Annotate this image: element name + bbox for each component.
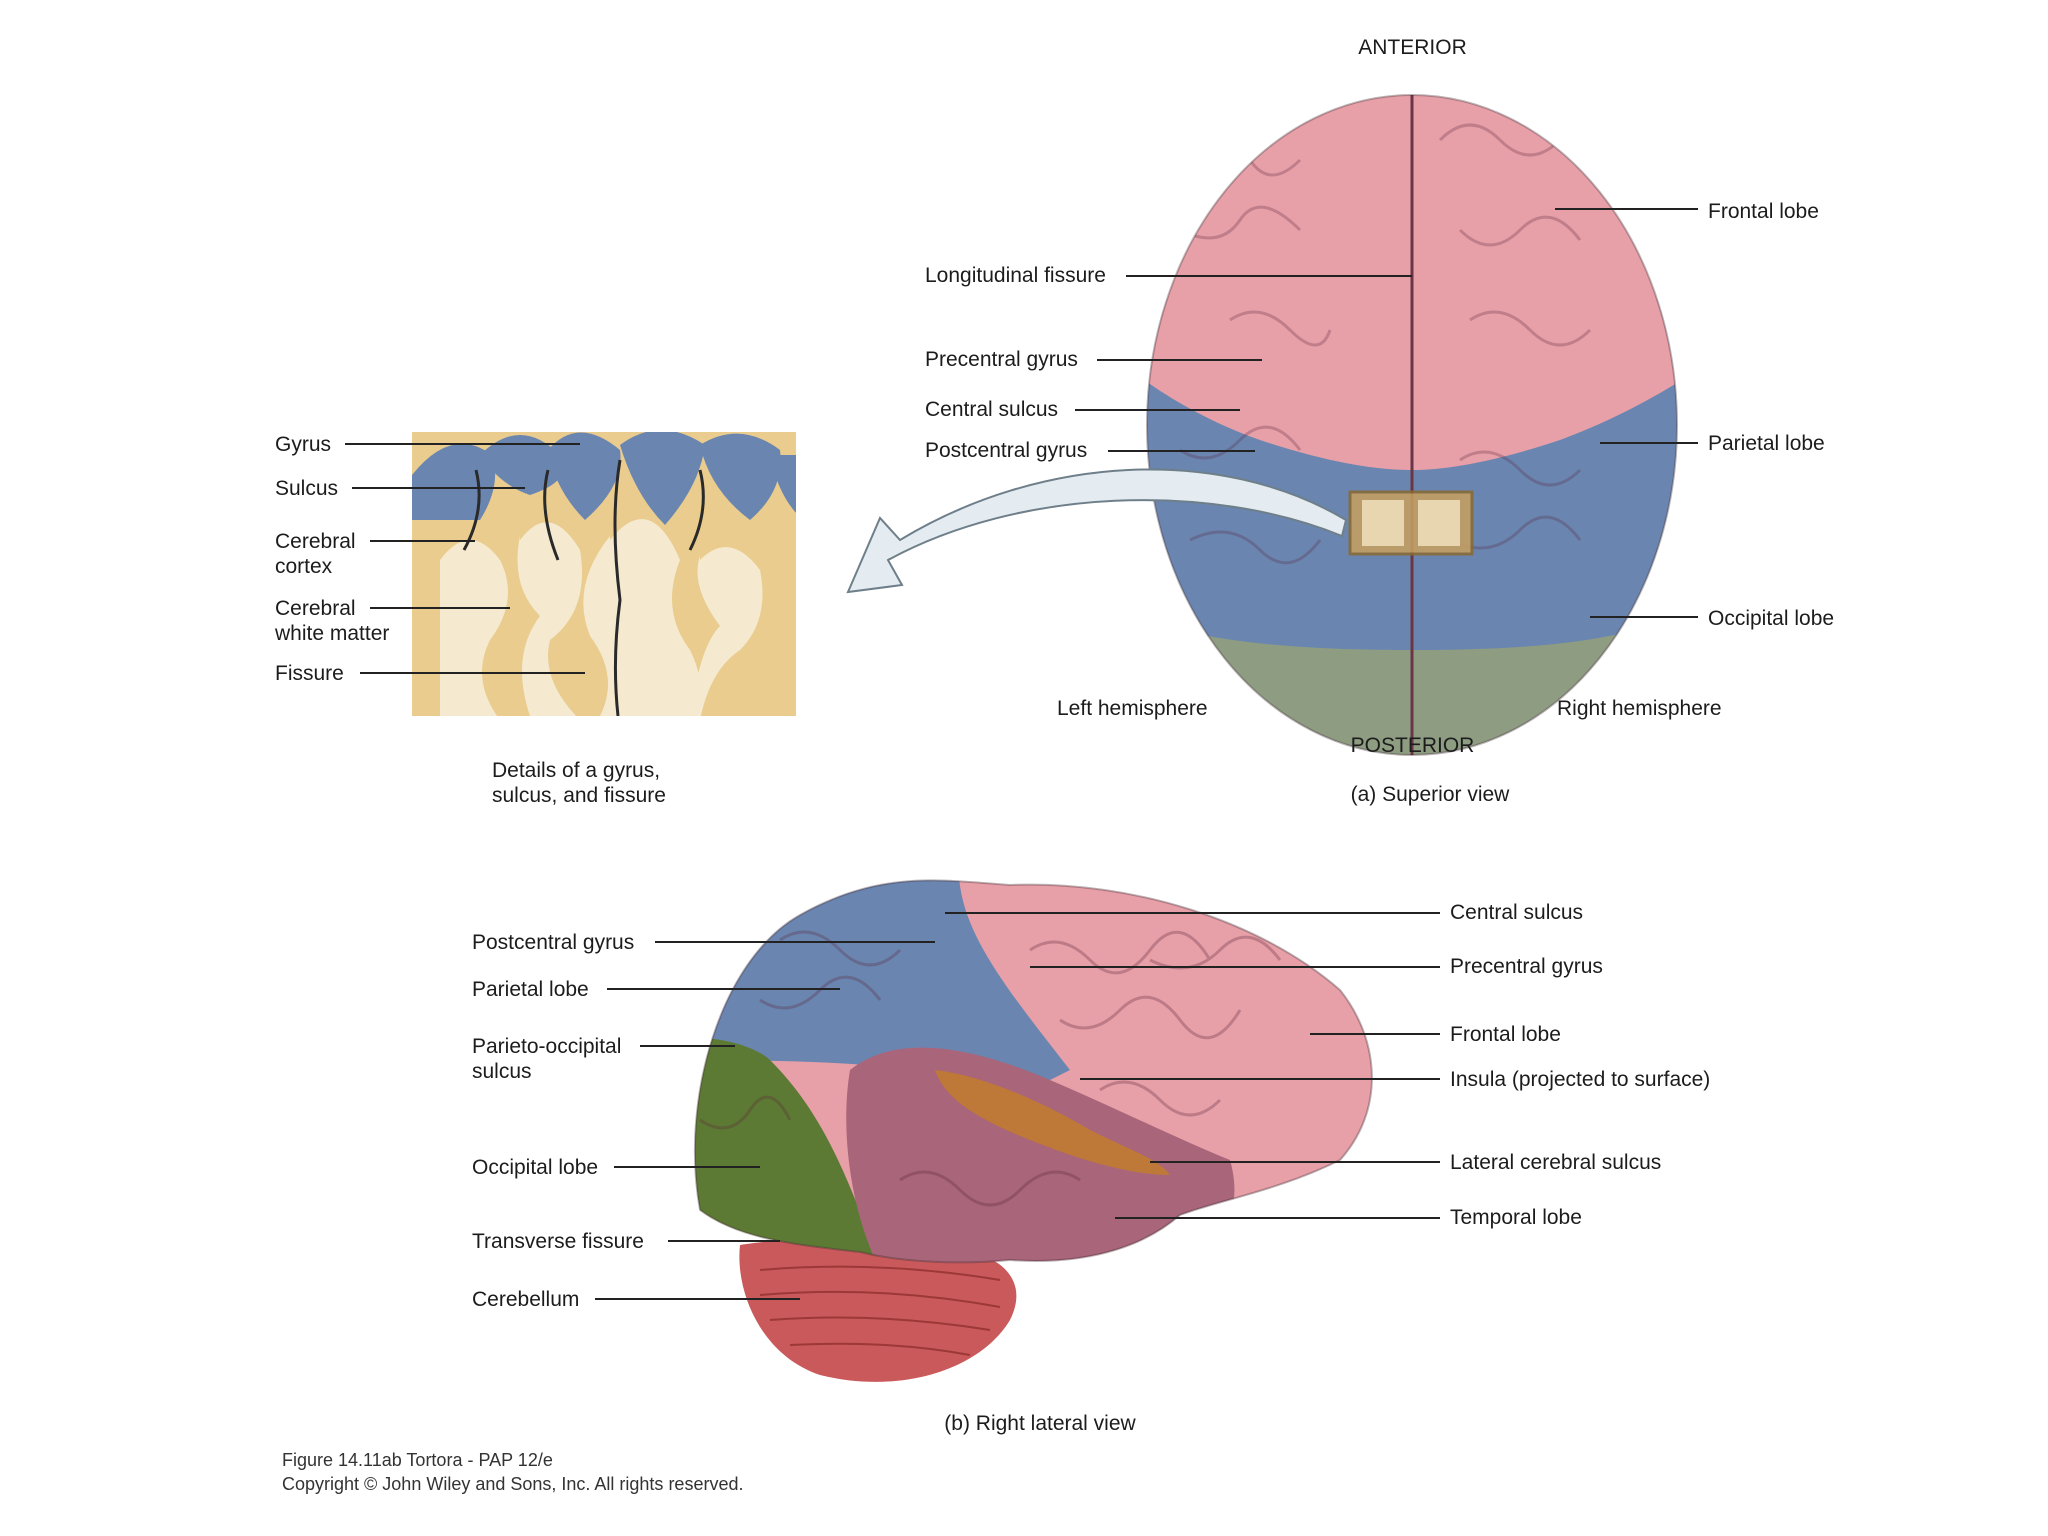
left-hemisphere-label: Left hemisphere (1057, 697, 1208, 720)
leader-lines (345, 208, 1698, 1300)
occipital-lobe-label-lateral: Occipital lobe (472, 1156, 599, 1179)
sulcus-label: Sulcus (275, 477, 339, 500)
figure-credit: Figure 14.11ab Tortora - PAP 12/e Copyri… (282, 1448, 743, 1496)
cortex-caps (412, 432, 796, 525)
postcentral-gyrus-label-superior: Postcentral gyrus (925, 439, 1088, 462)
lateral-insula-region (935, 1070, 1170, 1175)
longitudinal-fissure-label: Longitudinal fissure (925, 264, 1106, 287)
lateral-view-caption: (b) Right lateral view (944, 1412, 1136, 1435)
gyrus-label: Gyrus (275, 433, 332, 456)
lateral-view-brain (693, 879, 1373, 1382)
superior-view-caption: (a) Superior view (1350, 783, 1510, 806)
central-sulcus-label-superior: Central sulcus (925, 398, 1059, 421)
parieto-occipital-sulcus-label: Parieto-occipital sulcus (472, 1035, 622, 1083)
precentral-gyrus-label-lateral: Precentral gyrus (1450, 955, 1603, 978)
posterior-label: POSTERIOR (1350, 734, 1475, 757)
gyrus-detail-section (412, 432, 796, 716)
cerebral-white-matter-label: Cerebral white matter (275, 597, 390, 645)
occipital-lobe-label-superior: Occipital lobe (1708, 607, 1835, 630)
credit-line-2: Copyright © John Wiley and Sons, Inc. Al… (282, 1474, 744, 1494)
central-sulcus-label-lateral: Central sulcus (1450, 901, 1584, 924)
postcentral-gyrus-label-lateral: Postcentral gyrus (472, 931, 635, 954)
credit-line-1: Figure 14.11ab Tortora - PAP 12/e (282, 1450, 553, 1470)
cerebral-cortex-label: Cerebral cortex (275, 530, 356, 578)
transverse-fissure-label: Transverse fissure (472, 1230, 644, 1253)
sulci-lines (462, 459, 705, 716)
insula-label: Insula (projected to surface) (1450, 1068, 1711, 1091)
lateral-temporal-region (846, 1047, 1235, 1263)
detail-caption: Details of a gyrus, sulcus, and fissure (492, 759, 666, 807)
fissure-label: Fissure (275, 662, 344, 685)
frontal-lobe-label-superior: Frontal lobe (1708, 200, 1819, 223)
temporal-lobe-label-lateral: Temporal lobe (1450, 1206, 1582, 1229)
lateral-cerebral-sulcus-label: Lateral cerebral sulcus (1450, 1151, 1662, 1174)
parietal-lobe-label-superior: Parietal lobe (1708, 432, 1825, 455)
right-hemisphere-label: Right hemisphere (1557, 697, 1722, 720)
superior-view-brain (1147, 95, 1677, 755)
detail-highlight-box (1348, 490, 1474, 556)
anterior-label: ANTERIOR (1358, 36, 1467, 59)
parietal-lobe-label-lateral: Parietal lobe (472, 978, 589, 1001)
white-matter (440, 519, 763, 716)
frontal-lobe-label-lateral: Frontal lobe (1450, 1023, 1561, 1046)
detail-arrow (846, 468, 1348, 594)
cerebellum-shape (739, 1239, 1017, 1382)
cerebellum-label: Cerebellum (472, 1288, 580, 1311)
precentral-gyrus-label-superior: Precentral gyrus (925, 348, 1078, 371)
